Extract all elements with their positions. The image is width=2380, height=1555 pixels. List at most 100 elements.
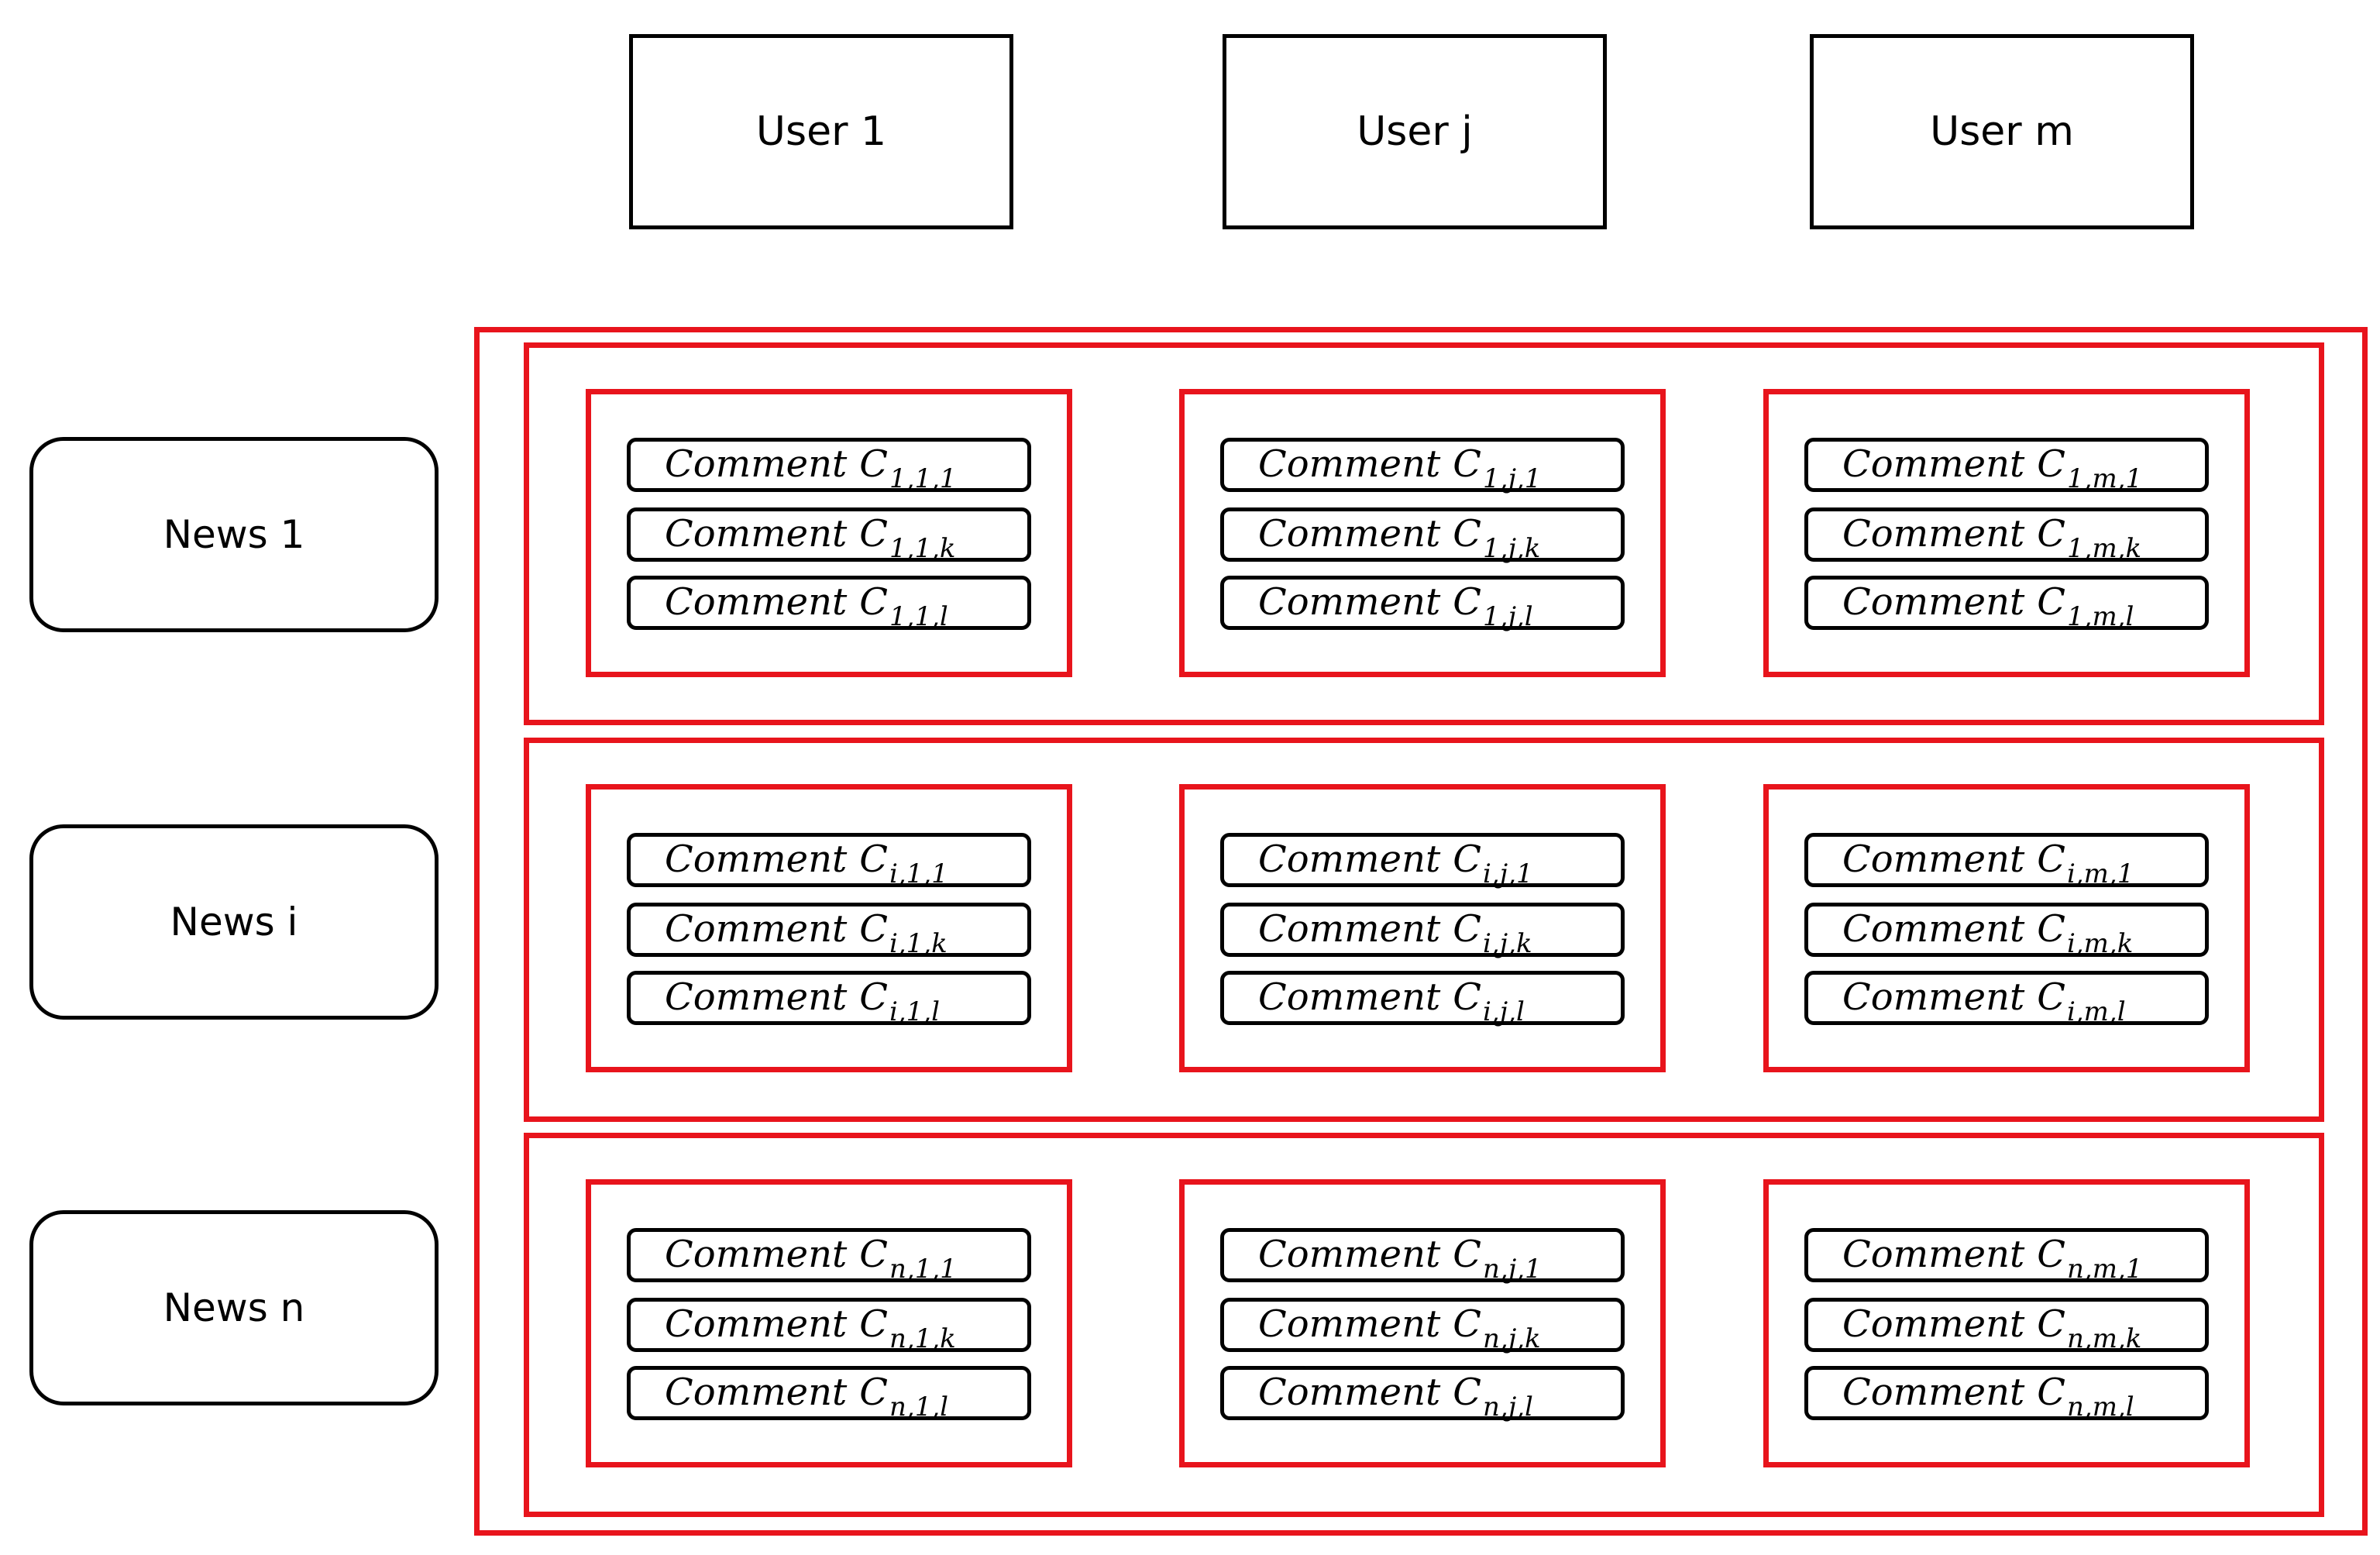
news-box-1: News 1: [29, 437, 439, 632]
comment-word: Comment: [1258, 512, 1441, 556]
news-label: News i: [170, 900, 298, 944]
comment-word: Comment: [665, 1371, 848, 1414]
comment-symbol: C: [1453, 907, 1481, 951]
user-label: User m: [1930, 108, 2074, 155]
comment-subscript: i,1,l: [889, 996, 940, 1027]
comment-symbol: C: [2037, 442, 2065, 486]
comment-symbol: C: [1453, 1233, 1481, 1276]
comment-subscript: i,m,k: [2067, 928, 2134, 959]
comment-word: Comment: [665, 1302, 848, 1346]
comment-symbol: C: [859, 838, 888, 881]
comment-symbol: C: [2037, 1302, 2065, 1346]
comment-box: Comment Ci,m,l: [1804, 971, 2209, 1027]
comment-subscript: n,1,l: [889, 1392, 949, 1423]
user-box-1: User 1: [629, 34, 1013, 229]
comment-word: Comment: [1258, 442, 1441, 486]
comment-word: Comment: [665, 975, 848, 1019]
comment-box: Comment Cn,j,1: [1220, 1228, 1625, 1285]
comment-word: Comment: [1258, 975, 1441, 1019]
comment-subscript: 1,1,l: [889, 601, 948, 632]
comment-matrix-frame: [474, 327, 2368, 1536]
comment-word: Comment: [1842, 580, 2025, 624]
comment-symbol: C: [859, 975, 888, 1019]
comment-symbol: C: [2037, 975, 2065, 1019]
comment-subscript: i,j,l: [1483, 996, 1525, 1027]
news-label: News 1: [163, 512, 305, 557]
comment-word: Comment: [665, 907, 848, 951]
comment-box: Comment C1,j,k: [1220, 507, 1625, 564]
news-box-i: News i: [29, 824, 439, 1020]
comment-subscript: n,m,l: [2067, 1392, 2134, 1423]
comment-subscript: 1,m,1: [2067, 463, 2143, 494]
comment-symbol: C: [2037, 907, 2065, 951]
comment-word: Comment: [665, 580, 848, 624]
comment-word: Comment: [1842, 838, 2025, 881]
news-group-1: [524, 342, 2324, 725]
news-group-n: [524, 1133, 2324, 1517]
comment-word: Comment: [1842, 1233, 2025, 1276]
comment-symbol: C: [1453, 1371, 1481, 1414]
comment-subscript: 1,m,k: [2067, 533, 2142, 564]
comment-symbol: C: [1453, 512, 1481, 556]
comment-box: Comment Ci,m,1: [1804, 833, 2209, 889]
comment-symbol: C: [1453, 1302, 1481, 1346]
comment-subscript: i,m,l: [2067, 996, 2126, 1027]
comment-subscript: n,m,1: [2067, 1254, 2143, 1285]
comment-symbol: C: [859, 442, 888, 486]
comment-symbol: C: [2037, 512, 2065, 556]
comment-subscript: i,m,1: [2067, 858, 2134, 889]
comment-symbol: C: [2037, 1233, 2065, 1276]
comment-box: Comment Cn,m,1: [1804, 1228, 2209, 1285]
comment-subscript: i,1,1: [889, 858, 948, 889]
user-label: User j: [1357, 108, 1473, 155]
comment-symbol: C: [1453, 442, 1481, 486]
comment-word: Comment: [1842, 975, 2025, 1019]
news-group-i: [524, 738, 2324, 1122]
comment-word: Comment: [665, 1233, 848, 1276]
comment-symbol: C: [2037, 838, 2065, 881]
comment-subscript: i,1,k: [889, 928, 948, 959]
comment-symbol: C: [859, 1371, 888, 1414]
comment-word: Comment: [665, 442, 848, 486]
comment-word: Comment: [1258, 1371, 1441, 1414]
comment-symbol: C: [2037, 1371, 2065, 1414]
comment-subscript: 1,1,1: [889, 463, 957, 494]
news-box-n: News n: [29, 1210, 439, 1405]
comment-word: Comment: [1258, 1233, 1441, 1276]
comment-symbol: C: [1453, 975, 1481, 1019]
comment-subscript: n,1,1: [889, 1254, 957, 1285]
comment-word: Comment: [1258, 838, 1441, 881]
comment-subscript: n,1,k: [889, 1323, 956, 1354]
comment-subscript: n,j,1: [1483, 1254, 1542, 1285]
comment-subscript: 1,j,k: [1483, 533, 1541, 564]
comment-symbol: C: [1453, 580, 1481, 624]
comment-word: Comment: [1842, 1302, 2025, 1346]
user-box-m: User m: [1810, 34, 2194, 229]
news-label: News n: [163, 1285, 305, 1330]
comment-symbol: C: [2037, 580, 2065, 624]
